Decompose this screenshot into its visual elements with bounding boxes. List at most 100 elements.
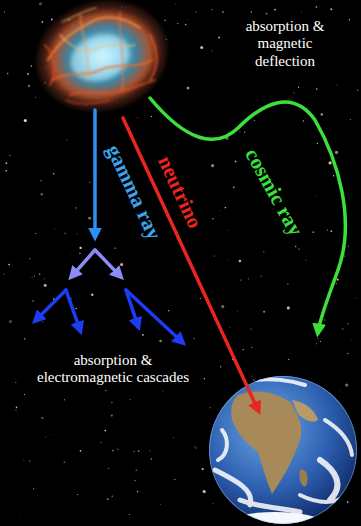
star xyxy=(226,259,228,261)
star xyxy=(159,340,162,343)
star xyxy=(27,73,29,75)
star xyxy=(335,151,338,154)
star xyxy=(120,263,123,266)
star xyxy=(136,470,138,472)
star xyxy=(39,273,41,275)
star xyxy=(130,399,131,400)
star xyxy=(202,468,204,470)
star xyxy=(303,120,304,121)
star xyxy=(112,450,114,452)
star xyxy=(24,119,27,122)
star xyxy=(9,155,10,156)
star xyxy=(212,298,214,300)
star xyxy=(41,417,43,419)
star xyxy=(336,283,338,285)
star xyxy=(225,207,227,209)
star xyxy=(317,143,318,144)
star xyxy=(7,73,9,75)
star xyxy=(175,3,176,4)
star xyxy=(79,247,81,249)
star xyxy=(330,230,332,232)
star xyxy=(53,173,55,175)
star xyxy=(287,283,288,284)
star xyxy=(39,2,42,5)
star xyxy=(151,458,153,460)
star xyxy=(75,308,76,309)
star xyxy=(137,117,139,119)
star xyxy=(287,306,290,309)
star xyxy=(211,164,214,167)
star xyxy=(40,180,42,182)
star xyxy=(53,433,55,435)
star xyxy=(220,366,221,367)
star xyxy=(31,65,33,67)
star xyxy=(115,247,116,248)
star xyxy=(221,305,224,308)
star xyxy=(108,468,109,469)
star xyxy=(339,390,341,392)
star xyxy=(80,450,82,452)
star xyxy=(9,320,12,323)
star xyxy=(66,139,67,140)
star xyxy=(111,414,113,416)
star xyxy=(263,311,265,313)
star xyxy=(8,264,10,266)
star xyxy=(274,9,276,11)
star xyxy=(91,294,93,296)
star xyxy=(250,329,251,330)
star xyxy=(348,246,349,247)
star xyxy=(288,359,290,361)
star xyxy=(54,228,56,230)
star xyxy=(76,207,77,208)
star xyxy=(347,501,349,503)
star xyxy=(173,436,175,438)
star xyxy=(239,131,241,133)
star xyxy=(327,229,328,230)
star xyxy=(16,407,18,409)
star xyxy=(229,326,231,328)
star xyxy=(134,480,135,481)
star xyxy=(300,12,302,14)
star xyxy=(347,353,348,354)
star xyxy=(243,349,244,350)
star xyxy=(45,437,46,438)
star xyxy=(170,338,172,340)
star xyxy=(64,232,66,234)
star xyxy=(194,446,195,447)
star xyxy=(349,19,350,20)
star xyxy=(316,343,317,344)
star xyxy=(29,460,31,462)
star xyxy=(251,376,252,377)
star xyxy=(344,255,345,256)
star xyxy=(248,278,249,279)
star xyxy=(333,175,335,177)
star xyxy=(117,449,119,451)
star xyxy=(63,461,65,463)
star xyxy=(195,11,196,12)
star xyxy=(19,515,21,517)
star xyxy=(321,113,323,115)
star xyxy=(104,430,106,432)
star xyxy=(212,218,213,219)
star xyxy=(23,460,24,461)
star xyxy=(211,9,213,11)
star xyxy=(164,19,166,21)
star xyxy=(214,255,215,256)
star xyxy=(316,195,318,197)
star xyxy=(5,170,7,172)
star xyxy=(6,162,8,164)
star xyxy=(263,251,264,252)
star xyxy=(138,450,140,452)
star xyxy=(179,333,181,335)
star xyxy=(212,290,214,292)
star xyxy=(209,407,211,409)
star xyxy=(88,217,91,220)
star xyxy=(137,491,139,493)
star xyxy=(149,450,150,451)
star xyxy=(253,379,254,380)
star xyxy=(345,384,348,387)
star xyxy=(251,347,252,348)
star xyxy=(316,88,318,90)
